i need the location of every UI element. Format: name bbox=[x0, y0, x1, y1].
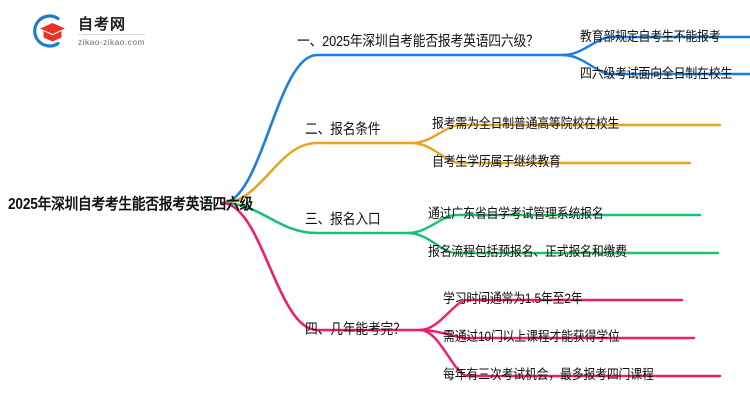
branch-2-leaf-1-label[interactable]: 报考需为全日制普通高等院校在校生 bbox=[432, 116, 620, 131]
logo-site-name: 自考网 bbox=[78, 16, 145, 35]
logo-domain: zikao-zikao.com bbox=[78, 37, 145, 47]
branch-1-leaf-2-connector bbox=[561, 53, 750, 76]
branch-1-leaf-1-label[interactable]: 教育部规定自考生不能报考 bbox=[580, 29, 721, 44]
branch-2-label[interactable]: 二、报名条件 bbox=[305, 122, 381, 138]
branch-4-leaf-1-connector bbox=[418, 298, 684, 332]
branch-4-leaf-3-connector bbox=[418, 328, 722, 378]
graduation-cap-logo-icon bbox=[28, 10, 70, 52]
branch-3-leaf-2-connector bbox=[406, 231, 720, 255]
branch-4-label[interactable]: 四、几年能考完？ bbox=[305, 322, 406, 338]
branch-4-leaf-3-label[interactable]: 每年有三次考试机会，最多报考四门课程 bbox=[443, 367, 654, 382]
branch-1-leaf-1-connector bbox=[561, 35, 750, 57]
branch-2-trunk bbox=[220, 141, 414, 205]
branch-4-trunk bbox=[220, 201, 422, 332]
branch-2-leaf-2-connector bbox=[410, 141, 692, 165]
branch-4-leaf-1-label[interactable]: 学习时间通常为1.5年至2年 bbox=[443, 291, 583, 306]
branch-3-leaf-1-label[interactable]: 通过广东省自学考试管理系统报名 bbox=[428, 206, 604, 221]
branch-3-leaf-1-connector bbox=[406, 213, 702, 235]
mindmap-root-title[interactable]: 2025年深圳自考考生能否报考英语四六级 bbox=[8, 196, 254, 213]
branch-1-label[interactable]: 一、2025年深圳自考能否报考英语四六级？ bbox=[297, 34, 539, 50]
branch-3-label[interactable]: 三、报名入口 bbox=[305, 212, 381, 228]
branch-3-trunk bbox=[220, 201, 410, 235]
branch-1-leaf-2-label[interactable]: 四六级考试面向全日制在校生 bbox=[580, 66, 733, 81]
branch-2-leaf-1-connector bbox=[410, 123, 722, 145]
site-logo[interactable]: 自考网 zikao-zikao.com bbox=[28, 10, 145, 52]
branch-1-trunk bbox=[220, 53, 565, 205]
branch-3-leaf-2-label[interactable]: 报名流程包括预报名、正式报名和缴费 bbox=[428, 244, 627, 259]
branch-2-leaf-2-label[interactable]: 自考生学历属于继续教育 bbox=[432, 154, 561, 169]
logo-wordmark: 自考网 zikao-zikao.com bbox=[78, 14, 145, 48]
branch-4-leaf-2-label[interactable]: 需通过10门以上课程才能获得学位 bbox=[443, 329, 620, 344]
